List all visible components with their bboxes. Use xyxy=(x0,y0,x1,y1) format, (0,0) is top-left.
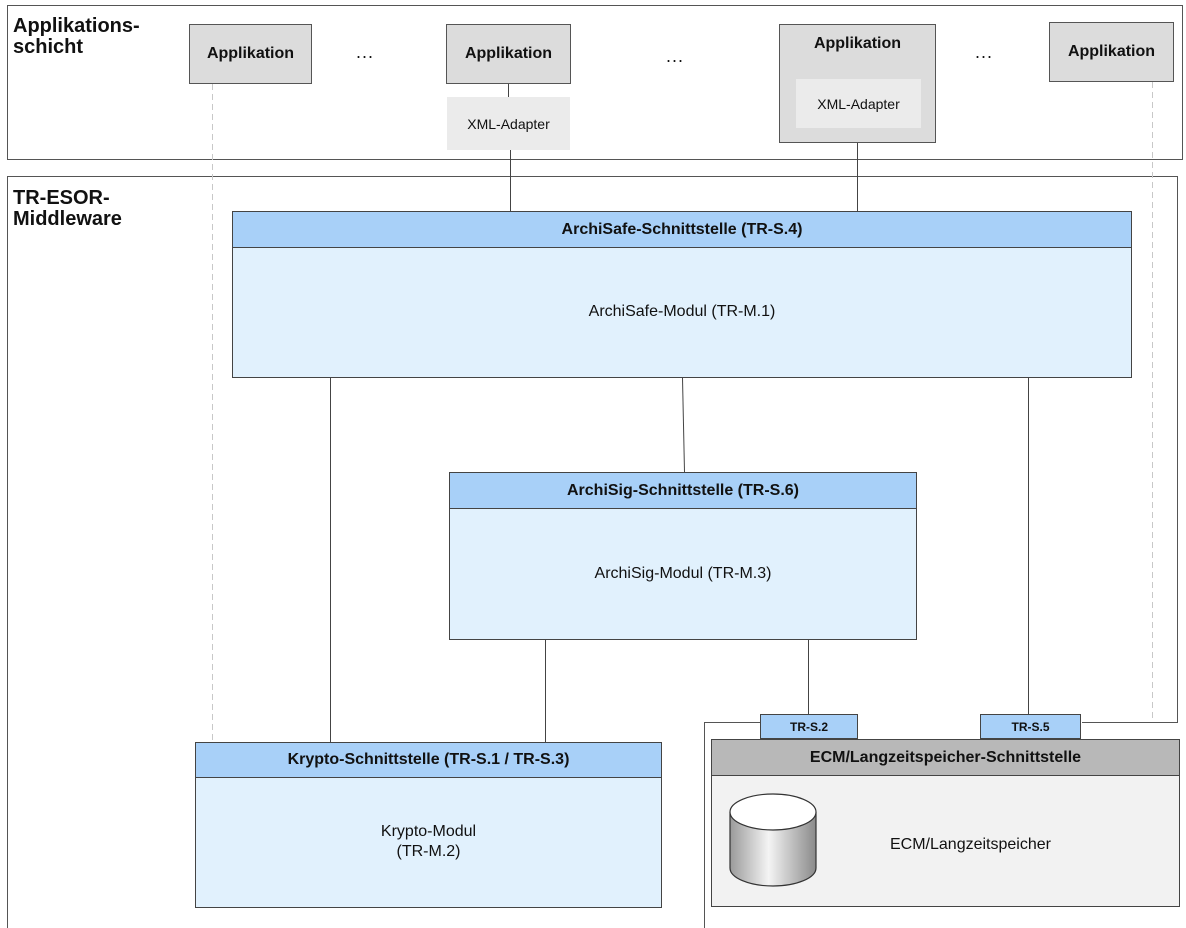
archisafe-interface-header: ArchiSafe-Schnittstelle (TR-S.4) xyxy=(233,212,1131,248)
ellipsis-1: ... xyxy=(356,42,375,62)
krypto-module: Krypto-Schnittstelle (TR-S.1 / TR-S.3) K… xyxy=(195,742,662,908)
ecm-module: ECM/Langzeitspeicher-Schnittstelle ECM/L… xyxy=(711,739,1180,907)
middleware-layer-label: TR-ESOR- Middleware xyxy=(13,187,122,230)
archisig-module: ArchiSig-Schnittstelle (TR-S.6) ArchiSig… xyxy=(449,472,917,640)
application-box-3: Applikation XML-Adapter xyxy=(779,24,936,143)
application-box-1: Applikation xyxy=(189,24,312,84)
database-icon xyxy=(729,793,817,887)
archisafe-archisig-connector xyxy=(682,377,685,473)
tr-s5-tab: TR-S.5 xyxy=(980,714,1081,739)
tr-s2-tab: TR-S.2 xyxy=(760,714,858,739)
application-layer-frame xyxy=(7,5,1183,160)
archisig-interface-header: ArchiSig-Schnittstelle (TR-S.6) xyxy=(450,473,916,509)
middleware-layer-frame xyxy=(7,176,1178,928)
archisafe-module-label: ArchiSafe-Modul (TR-M.1) xyxy=(588,303,776,320)
ecm-frame-line xyxy=(704,722,760,928)
application-box-4: Applikation xyxy=(1049,22,1174,82)
archisig-module-label: ArchiSig-Modul (TR-M.3) xyxy=(594,564,772,582)
krypto-module-label: Krypto-Modul (TR-M.2) xyxy=(380,823,477,860)
application-box-2: Applikation xyxy=(446,24,571,84)
application-box-3-label: Applikation xyxy=(813,35,902,52)
xml-adapter-2: XML-Adapter xyxy=(796,79,921,128)
application-layer-label: Applikations- schicht xyxy=(13,15,140,58)
xml-adapter-1: XML-Adapter xyxy=(447,97,570,150)
ecm-interface-header: ECM/Langzeitspeicher-Schnittstelle xyxy=(712,740,1179,776)
archisafe-module: ArchiSafe-Schnittstelle (TR-S.4) ArchiSa… xyxy=(232,211,1132,378)
ellipsis-2: ... xyxy=(666,46,685,66)
ellipsis-3: ... xyxy=(975,42,994,62)
krypto-interface-header: Krypto-Schnittstelle (TR-S.1 / TR-S.3) xyxy=(196,743,661,778)
ecm-storage-label: ECM/Langzeitspeicher xyxy=(890,836,1051,853)
